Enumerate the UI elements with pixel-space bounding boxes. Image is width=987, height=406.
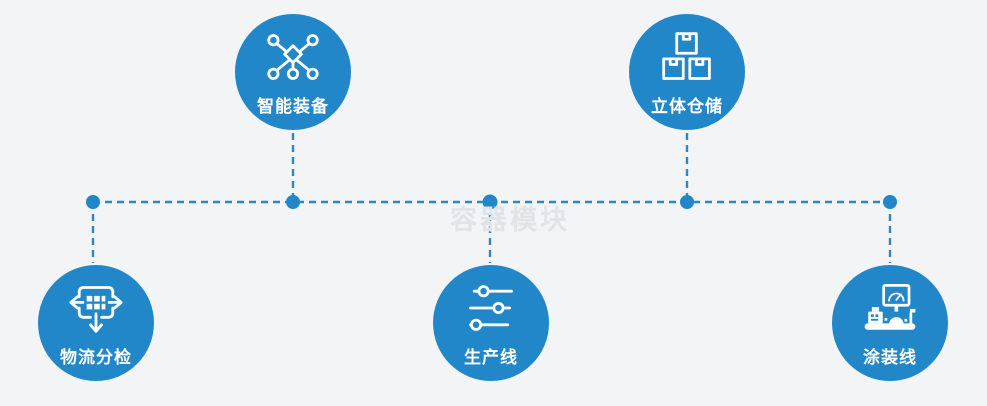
network-nodes-icon	[264, 29, 322, 85]
node-label: 立体仓储	[651, 97, 723, 116]
stacked-boxes-icon	[658, 29, 716, 85]
sliders-icon	[462, 280, 520, 336]
node-label: 智能装备	[257, 97, 329, 116]
node-label: 涂装线	[863, 348, 917, 367]
node-painting-line: 涂装线	[832, 265, 948, 381]
node-label: 物流分检	[60, 348, 132, 367]
node-stereoscopic-warehouse: 立体仓储	[629, 14, 745, 130]
node-smart-equipment: 智能装备	[235, 14, 351, 130]
sorting-dispatch-icon	[67, 280, 125, 336]
control-console-icon	[861, 280, 919, 336]
node-logistics-sorting: 物流分检	[38, 265, 154, 381]
node-production-line: 生产线	[433, 265, 549, 381]
node-label: 生产线	[464, 348, 518, 367]
watermark-text: 容器模块	[450, 205, 570, 235]
